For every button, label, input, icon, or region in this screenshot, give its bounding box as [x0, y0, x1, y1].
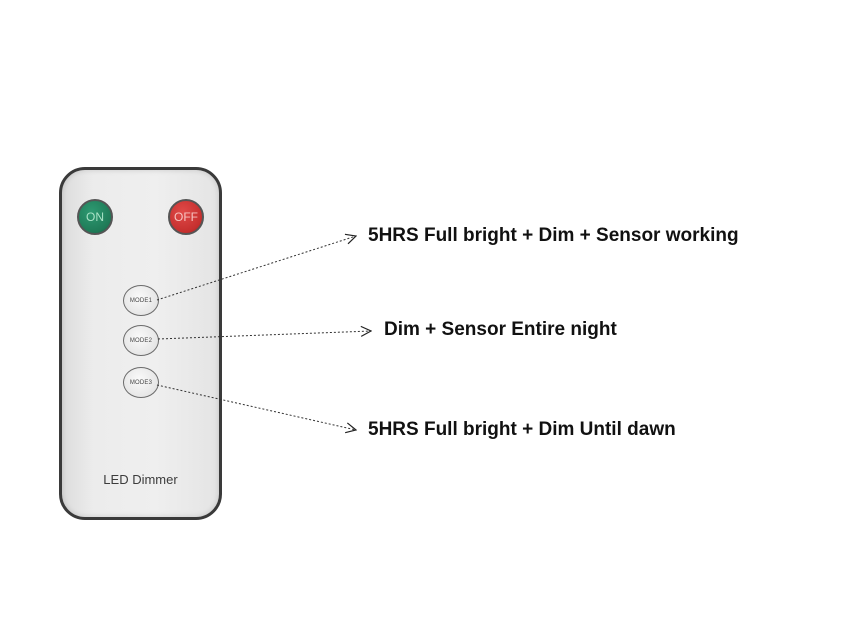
mode1-description: 5HRS Full bright + Dim + Sensor working	[368, 225, 739, 246]
mode2-label: MODE2	[129, 337, 153, 344]
device-label: LED Dimmer	[103, 472, 178, 487]
off-button[interactable]: OFF	[168, 199, 204, 235]
mode2-description: Dim + Sensor Entire night	[384, 319, 617, 340]
remote-control: ON OFF MODE1 MODE2 MODE3 LED Dimmer	[59, 167, 222, 520]
leader-line-mode3	[156, 384, 356, 430]
off-button-label: OFF	[174, 210, 198, 224]
leader-line-mode1	[156, 236, 356, 301]
mode3-description: 5HRS Full bright + Dim Until dawn	[368, 419, 676, 440]
leader-line-mode2	[157, 331, 371, 340]
mode3-button[interactable]: MODE3	[123, 367, 159, 398]
mode1-label: MODE1	[129, 297, 153, 304]
on-button[interactable]: ON	[77, 199, 113, 235]
mode3-label: MODE3	[129, 379, 153, 386]
mode1-button[interactable]: MODE1	[123, 285, 159, 316]
mode2-button[interactable]: MODE2	[123, 325, 159, 356]
on-button-label: ON	[86, 210, 104, 224]
